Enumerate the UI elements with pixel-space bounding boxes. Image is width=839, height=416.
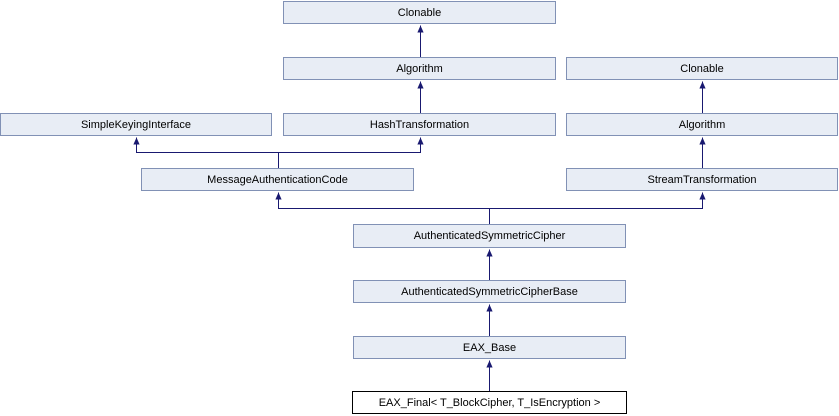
inheritance-edge-message-authentication-code-to-hash-transformation [278, 137, 424, 153]
class-node-label: AuthenticatedSymmetricCipherBase [401, 285, 578, 298]
class-node-label: Clonable [680, 62, 724, 75]
class-node-label: EAX_Final< T_BlockCipher, T_IsEncryption… [378, 396, 601, 409]
class-node-algorithm-mid[interactable]: Algorithm [283, 57, 556, 80]
class-node-eax-final: EAX_Final< T_BlockCipher, T_IsEncryption… [352, 391, 627, 414]
class-node-label: MessageAuthenticationCode [207, 173, 348, 186]
class-node-label: StreamTransformation [647, 173, 757, 186]
inheritance-edge-authenticated-symmetric-cipher-to-stream-transformation [489, 192, 706, 209]
class-node-label: Clonable [397, 6, 442, 19]
class-node-authenticated-symmetric-cipher[interactable]: AuthenticatedSymmetricCipher [353, 224, 626, 248]
class-node-label: SimpleKeyingInterface [80, 118, 192, 131]
class-node-hash-transformation[interactable]: HashTransformation [283, 113, 556, 136]
class-node-label: Algorithm [678, 118, 726, 131]
class-node-algorithm-right[interactable]: Algorithm [566, 113, 838, 136]
class-node-authenticated-symmetric-cipher-base[interactable]: AuthenticatedSymmetricCipherBase [353, 280, 626, 303]
class-node-label: EAX_Base [462, 341, 517, 354]
inheritance-edges [133, 25, 706, 392]
inheritance-edge-message-authentication-code-to-simple-keying-interface [133, 137, 279, 169]
class-node-eax-base[interactable]: EAX_Base [353, 336, 626, 359]
class-node-clonable-top[interactable]: Clonable [283, 1, 556, 24]
class-node-label: AuthenticatedSymmetricCipher [413, 230, 566, 242]
class-node-stream-transformation[interactable]: StreamTransformation [566, 168, 838, 191]
class-node-message-authentication-code[interactable]: MessageAuthenticationCode [141, 168, 414, 191]
inheritance-edge-authenticated-symmetric-cipher-to-message-authentication-code [275, 192, 490, 225]
class-node-label: Algorithm [396, 62, 443, 75]
class-node-clonable-right[interactable]: Clonable [566, 57, 838, 80]
class-node-label: HashTransformation [369, 118, 470, 131]
class-node-simple-keying-interface[interactable]: SimpleKeyingInterface [0, 113, 272, 136]
